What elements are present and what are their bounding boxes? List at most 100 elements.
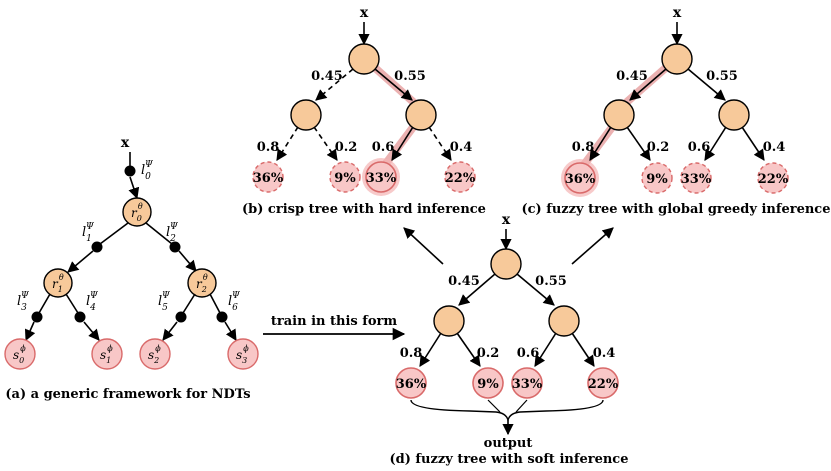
panel-d-prob-ll: 0.8	[400, 346, 423, 361]
panel-b-left-node	[290, 99, 322, 131]
panel-a-leaf-2	[139, 338, 171, 370]
panel-a-right-node	[187, 268, 217, 298]
panel-c-leaf-3-value: 22%	[758, 172, 789, 187]
panel-a-root-label: r0θ	[131, 202, 143, 223]
panel-d-leaf-3	[587, 367, 619, 399]
panel-a-leaf-0-label: s0ϕ	[13, 344, 26, 365]
panel-c-edge-root-right	[687, 68, 726, 101]
panel-d-leaf-0	[395, 367, 427, 399]
panel-d-edge-root-right	[516, 273, 555, 306]
panel-d-prob-rl: 0.6	[517, 346, 540, 361]
panel-a-edge-label-3: l3Ψ	[17, 291, 30, 313]
panel-a-param-dot-0	[124, 165, 136, 177]
panel-c-right-node	[718, 99, 750, 131]
panel-a-edge-label-0: l0Ψ	[141, 160, 154, 182]
panel-a-edge-l3-1	[38, 293, 51, 314]
panel-b-leaf-0-value: 36%	[253, 171, 284, 186]
panel-a-edge-input-root	[128, 176, 140, 200]
panel-b-prob-ll: 0.8	[257, 140, 280, 155]
panel-c-edge-root-left	[629, 68, 667, 101]
panel-d-leaf-1-value: 9%	[477, 377, 499, 392]
panel-d-caption: (d) fuzzy tree with soft inference	[390, 452, 629, 467]
panel-a-edge-l5-1	[182, 293, 196, 314]
panel-a-edge-root-right-1	[145, 222, 173, 245]
panel-a-edge-l6-2	[224, 321, 237, 341]
panel-b-input: x	[360, 5, 369, 21]
panel-b-edge-rr	[428, 126, 452, 161]
panel-d-leaf-0-value: 36%	[396, 377, 427, 392]
panel-a-caption: (a) a generic framework for NDTs	[5, 387, 250, 402]
panel-c-edge-rr	[741, 126, 765, 161]
panel-d-edge-rr	[571, 332, 595, 367]
panel-d-prob-left: 0.45	[448, 274, 480, 289]
panel-a-leaf-1	[91, 338, 123, 370]
panel-b: x 0.45 0.55 0.8 0.2 0.6 0.4 36% 9% 33% 2…	[242, 5, 486, 217]
panel-c-prob-right: 0.55	[706, 69, 738, 84]
panel-d-aggregation-tick-2	[515, 399, 528, 413]
panel-a-leaf-3	[227, 338, 259, 370]
panel-b-right-node	[405, 99, 437, 131]
panel-d-leaf-1	[472, 367, 504, 399]
panel-b-root-node	[348, 43, 380, 75]
panel-c-root-node	[661, 43, 693, 75]
panel-b-leaf-2-value: 33%	[366, 171, 397, 186]
panel-a-param-dot-3	[31, 311, 43, 323]
panel-c-prob-rl: 0.6	[688, 140, 711, 155]
panel-b-leaf-1-value: 9%	[334, 171, 356, 186]
panel-a-right-label: r2θ	[196, 273, 208, 294]
panel-a-param-dot-6	[216, 311, 228, 323]
panel-b-leaf-0	[252, 161, 284, 193]
panel-d-leaf-3-value: 22%	[588, 377, 619, 392]
panel-a-edge-l4-1	[65, 293, 79, 314]
panel-c-prob-rr: 0.4	[763, 140, 786, 155]
panel-d-right-node	[548, 305, 580, 337]
panel-c-prob-left: 0.45	[616, 69, 648, 84]
panel-c-leaf-2-value: 33%	[681, 172, 712, 187]
panel-d-left-node	[433, 305, 465, 337]
panel-a-leaf-3-label: s3ϕ	[236, 344, 249, 365]
panel-c-leaf-0-value: 36%	[565, 172, 596, 187]
panel-a-edge-l5-2	[162, 321, 178, 341]
panel-a-edge-root-left-2	[67, 250, 94, 273]
panel-d-root-node	[490, 248, 522, 280]
panel-c-left-node	[603, 99, 635, 131]
arrow-to-panel-c	[571, 227, 614, 265]
panel-b-leaf-3-value: 22%	[445, 171, 476, 186]
panel-d: x 0.45 0.55 0.8 0.2 0.6 0.4 36% 9% 33% 2…	[390, 212, 629, 467]
panel-a-param-dot-2	[169, 241, 181, 253]
panel-d-edge-ll	[419, 332, 442, 367]
panel-a-param-dot-1	[91, 241, 103, 253]
panel-c-prob-ll: 0.8	[572, 140, 595, 155]
panel-a-edge-root-right-2	[178, 250, 197, 272]
arrow-to-panel-b	[403, 227, 444, 265]
train-label: train in this form	[271, 314, 397, 329]
panel-d-leaf-2	[511, 367, 543, 399]
panel-c-leaf-1	[641, 162, 673, 194]
panel-b-edge-ll	[276, 126, 299, 161]
panel-c-edge-rl	[704, 126, 727, 161]
panel-c-leaf-2	[680, 162, 712, 194]
panel-d-aggregation-tick-1	[487, 399, 501, 413]
panel-a-edge-label-1: l1Ψ	[82, 222, 95, 244]
panel-b-edge-lr	[313, 126, 338, 161]
panel-c: x 0.45 0.55 0.8 0.2 0.6 0.4 36% 9% 33% 2…	[521, 5, 830, 217]
panel-b-edge-rl	[391, 126, 414, 161]
panel-a-edge-root-left-1	[99, 222, 129, 245]
panel-a-left-label: r1θ	[52, 273, 64, 294]
panel-b-prob-lr: 0.2	[335, 140, 358, 155]
panel-d-edge-rl	[534, 332, 557, 367]
panel-b-prob-rr: 0.4	[450, 140, 473, 155]
panel-b-caption: (b) crisp tree with hard inference	[242, 202, 486, 217]
panel-a-input: x	[121, 135, 130, 151]
panel-a-edge-label-5: l5Ψ	[158, 291, 171, 313]
panel-d-output-label: output	[484, 436, 533, 451]
panel-c-leaf-0	[564, 162, 596, 194]
panel-d-prob-rr: 0.4	[593, 346, 616, 361]
panel-c-edge-ll	[589, 126, 612, 161]
panel-b-edge-root-left	[315, 68, 354, 101]
panel-a-edge-l3-2	[24, 321, 36, 342]
panel-a-edge-l4-2	[83, 321, 100, 341]
panel-d-leaf-2-value: 33%	[512, 377, 543, 392]
panel-b-prob-left: 0.45	[311, 69, 343, 84]
